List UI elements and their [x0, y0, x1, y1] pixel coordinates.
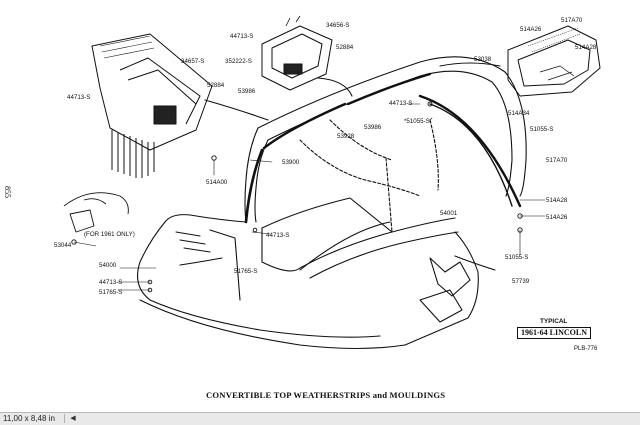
scroll-left-icon[interactable]: ◀ [70, 415, 76, 422]
part-label: 517A70 [546, 157, 568, 164]
status-divider [64, 414, 65, 423]
status-bar: 11,00 x 8,48 in ◀ [0, 412, 640, 425]
body-sill [139, 299, 406, 350]
hidden-line-3 [385, 157, 393, 233]
part-label: 53900 [282, 159, 300, 166]
windshield-header [164, 214, 247, 223]
inset-moulding-end [507, 25, 601, 97]
part-label: 44713-S [266, 232, 290, 239]
inset-clip-detail [261, 15, 333, 91]
leader-lines [117, 103, 546, 291]
part-label: 514A28 [575, 44, 597, 51]
note-1961-only: (FOR 1961 ONLY) [84, 231, 135, 238]
rear-deck-inner [309, 231, 459, 279]
hidden-line-1 [299, 139, 421, 197]
part-label: 52884 [336, 44, 354, 51]
hinge-arm [419, 289, 463, 323]
callout-arrow-5 [454, 255, 496, 271]
cowl-stripe [175, 231, 211, 253]
diagram-caption: CONVERTIBLE TOP WEATHERSTRIPS and MOULDI… [206, 390, 446, 400]
part-label: 51765-S [234, 268, 258, 275]
part-label: 514A26 [546, 214, 568, 221]
seat-cushion [261, 227, 301, 272]
part-label: 34657-S [181, 58, 205, 65]
part-label: 51055-S [505, 254, 529, 261]
rear-moulding [418, 94, 522, 208]
part-label: 517A70 [561, 17, 583, 24]
inset-weatherstrip-section [91, 33, 213, 178]
inset-1961-detail [63, 192, 129, 247]
part-label: 514A26 [520, 26, 542, 33]
part-label: 352222-S [225, 58, 252, 65]
roof-rail-left-inner [254, 139, 269, 223]
part-label: 53986 [364, 124, 382, 131]
part-label: 51055-S [530, 126, 554, 133]
callout-arrow-2 [317, 77, 353, 97]
roof-rail-left [244, 127, 259, 223]
door-edge [209, 229, 241, 301]
part-label: 54001 [440, 210, 458, 217]
part-label: 34656-S [326, 22, 350, 29]
quarter-panel [137, 221, 381, 338]
part-label: 514A34 [508, 110, 530, 117]
trunk-opening [404, 231, 479, 346]
callout-arrow-3 [439, 62, 501, 67]
callout-arrow-4 [299, 221, 391, 271]
header-weatherstrip [346, 72, 432, 106]
part-label: 44713-S [389, 100, 413, 107]
hidden-line-2 [329, 119, 393, 161]
part-label: 53986 [238, 88, 256, 95]
part-label: 52884 [207, 82, 225, 89]
part-label: 44713-S [99, 279, 123, 286]
hidden-line-4 [429, 119, 439, 191]
exploded-view-drawing [63, 15, 601, 350]
pillar-weatherstrip [244, 148, 264, 224]
model-label-box: 1961-64 LINCOLN [517, 327, 592, 339]
typical-label: TYPICAL [540, 318, 568, 325]
part-label: 44713-S [67, 94, 91, 101]
part-label: 51765-S [99, 289, 123, 296]
fastener-symbols [71, 101, 523, 293]
part-label: *51055-S [404, 118, 430, 125]
part-label: 53044 [54, 242, 72, 249]
rear-moulding-inner [429, 103, 513, 207]
part-label: 53928 [337, 133, 355, 140]
part-label: 514A28 [546, 197, 568, 204]
page-number: 855 [3, 186, 12, 198]
part-label: 44713-S [230, 33, 254, 40]
side-weatherstrip [262, 102, 347, 150]
hinge-mechanism [429, 257, 471, 297]
plate-id: PLB-776 [574, 346, 598, 352]
part-label: 53038 [474, 56, 492, 63]
part-label: 57739 [512, 278, 530, 285]
seat-back [261, 197, 393, 233]
callout-arrow-6 [179, 257, 223, 266]
page-size-readout: 11,00 x 8,48 in [3, 414, 55, 423]
callout-arrow-1 [204, 99, 269, 121]
part-label: 54000 [99, 262, 117, 269]
diagram-page: 34657-S 44713-S 52884 44713-S 34656-S 52… [3, 15, 601, 400]
part-label: 514A00 [206, 179, 228, 186]
